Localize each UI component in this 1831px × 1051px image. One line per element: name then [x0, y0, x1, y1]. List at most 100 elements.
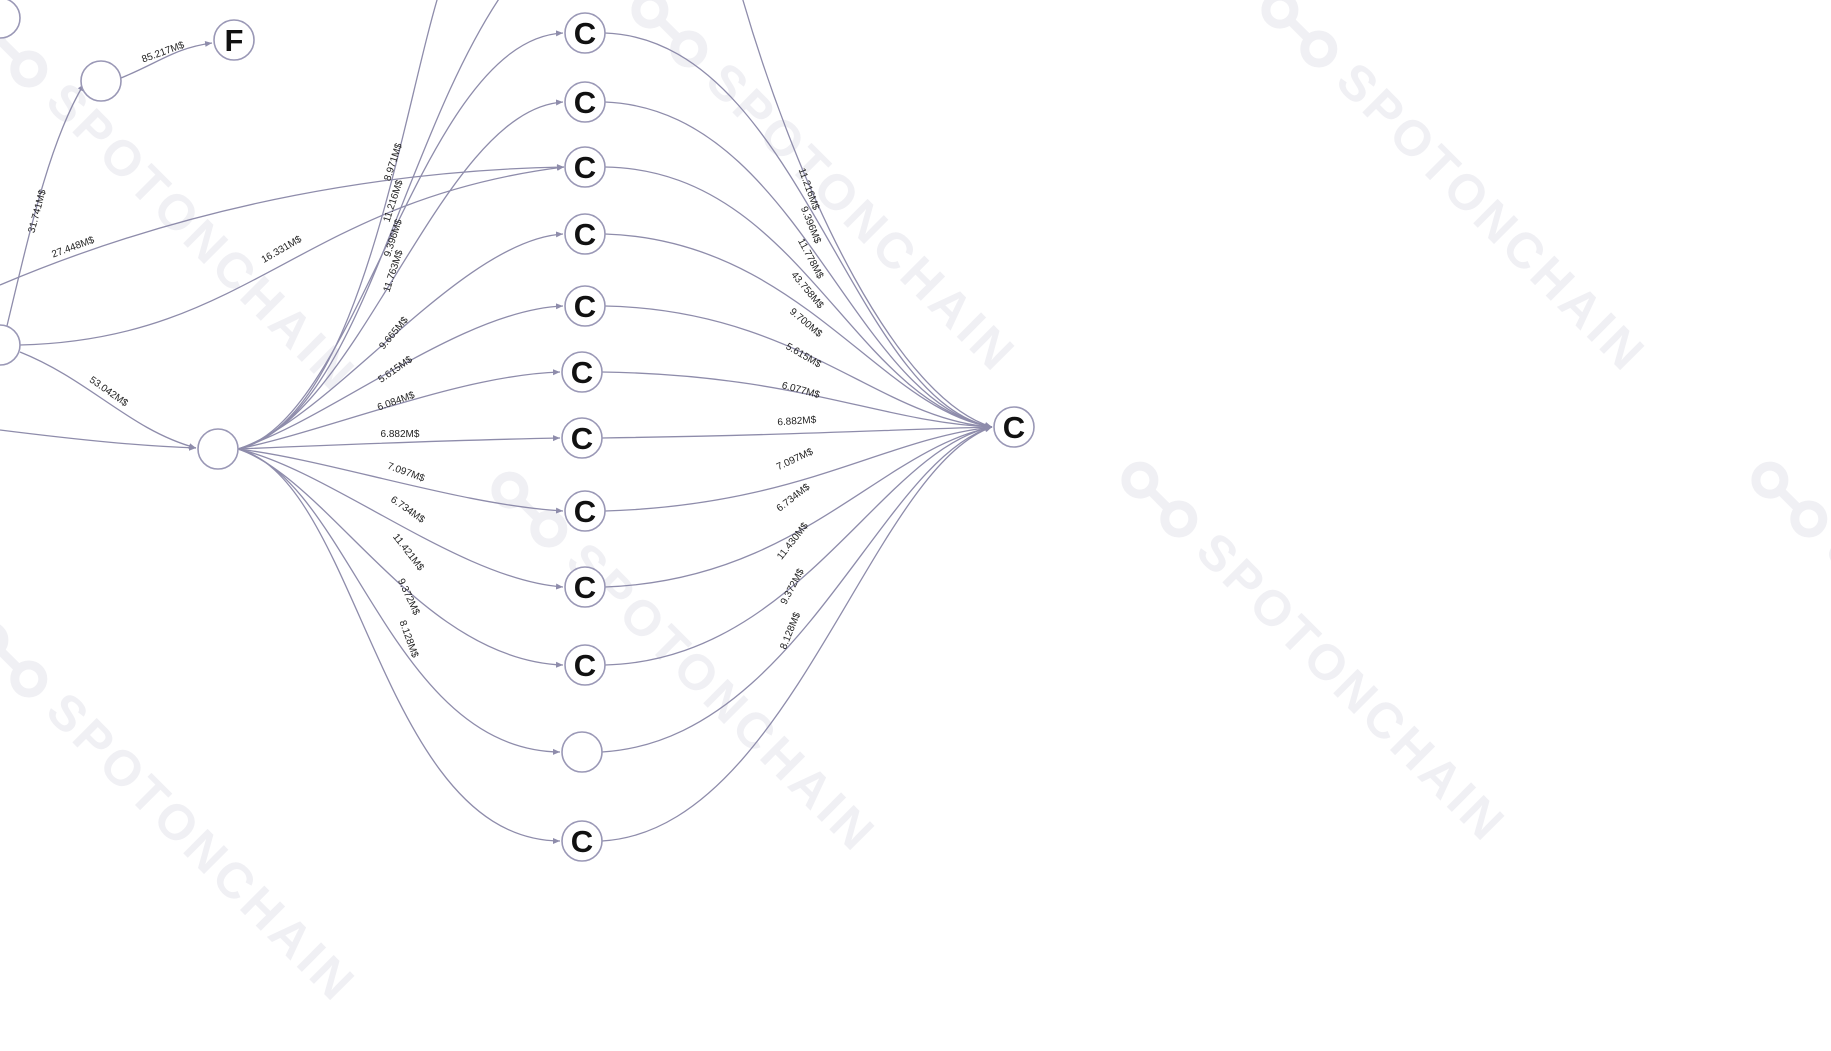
node-c2[interactable]: C — [564, 81, 606, 123]
node-circle — [0, 0, 21, 39]
edge-source-to-c11 — [237, 448, 561, 844]
node-c6[interactable]: C — [561, 351, 603, 393]
node-blank-mid[interactable] — [561, 731, 603, 773]
edge-label: 8.128M$ — [397, 619, 421, 660]
node-circle — [564, 12, 606, 54]
node-source[interactable] — [197, 428, 239, 470]
node-circle — [564, 490, 606, 532]
node-F[interactable]: F — [213, 19, 255, 61]
spotonchain-logo-icon — [631, 0, 708, 68]
node-circle — [564, 146, 606, 188]
edge-c2-to-sink — [604, 101, 993, 429]
node-label: C — [574, 570, 596, 605]
edge-label: 6.084M$ — [376, 390, 417, 414]
edge-c1-to-sink — [604, 32, 993, 429]
edge-left-mid-partial-to-source — [19, 351, 197, 450]
node-label: C — [574, 16, 596, 51]
watermark: SPOTONCHAIN — [1121, 461, 1517, 853]
spotonchain-logo-icon — [0, 621, 48, 698]
edge-hub-upper-to-F — [120, 40, 213, 79]
node-circle — [0, 324, 21, 366]
node-c3[interactable]: C — [564, 146, 606, 188]
node-c9[interactable]: C — [564, 566, 606, 608]
node-label: C — [574, 648, 596, 683]
edge-source-to-c7 — [237, 435, 561, 450]
edge-label: 6.734M$ — [388, 494, 427, 526]
node-c4[interactable]: C — [564, 213, 606, 255]
edge-c11-to-sink — [601, 426, 993, 842]
watermark: SPOTONCHAIN — [1261, 0, 1657, 383]
edge-label: 31.741M$ — [27, 188, 49, 234]
watermark: SPOTONCHAIN — [1751, 461, 1831, 853]
node-circle — [561, 417, 603, 459]
spotonchain-logo-icon — [0, 11, 48, 88]
node-circle — [80, 60, 122, 102]
node-circle — [561, 731, 603, 773]
node-label: C — [571, 824, 593, 859]
edge-source-to-blank-mid — [237, 448, 561, 755]
edge-c7-to-sink — [601, 424, 993, 439]
watermark-text: SPOTONCHAIN — [556, 532, 887, 863]
edge-label: 16.331M$ — [260, 234, 304, 266]
edge-offscreen-left-to-c3 — [0, 164, 565, 286]
edge-label: 5.615M$ — [376, 354, 415, 386]
node-label: C — [574, 150, 596, 185]
edge-label: 7.097M$ — [775, 446, 815, 473]
edge-source-to-c2 — [237, 99, 564, 450]
edge-labels-layer: 85.217M$31.741M$27.448M$16.331M$53.042M$… — [27, 40, 826, 660]
watermark-text: SPOTONCHAIN — [36, 682, 367, 1013]
watermark: SPOTONCHAIN — [491, 471, 887, 863]
node-circle — [564, 566, 606, 608]
node-label: C — [571, 421, 593, 456]
node-c1[interactable]: C — [564, 12, 606, 54]
node-sink[interactable]: C — [993, 406, 1035, 448]
edge-source-to-c9 — [237, 448, 564, 590]
edge-c3-to-sink — [604, 166, 993, 429]
edge-offscreen-left-to-source — [0, 429, 197, 451]
node-c10[interactable]: C — [564, 644, 606, 686]
node-c11[interactable]: C — [561, 820, 603, 862]
node-circle — [197, 428, 239, 470]
watermark-layer: SPOTONCHAIN SPOTONCHAIN SPOTONCHAIN SPOTONC… — [0, 0, 1831, 1013]
edge-left-mid-partial-to-c3 — [19, 164, 565, 346]
node-top-left-partial[interactable] — [0, 0, 21, 39]
node-label: C — [574, 494, 596, 529]
watermark: SPOTONCHAIN — [0, 621, 367, 1013]
node-circle — [564, 644, 606, 686]
edge-label: 11.421M$ — [390, 532, 426, 574]
node-left-mid-partial[interactable] — [0, 324, 21, 366]
edges-layer — [0, 0, 993, 844]
node-c7[interactable]: C — [561, 417, 603, 459]
node-c5[interactable]: C — [564, 285, 606, 327]
edge-source-to-c6 — [237, 369, 561, 450]
edge-c4-to-sink — [604, 233, 993, 429]
node-hub-upper[interactable] — [80, 60, 122, 102]
node-label: C — [574, 289, 596, 324]
node-circle — [993, 406, 1035, 448]
edge-label: 5.615M$ — [784, 341, 824, 370]
spotonchain-logo-icon — [491, 471, 568, 548]
edge-c5-to-sink — [604, 305, 993, 430]
edge-c9-to-sink — [604, 425, 993, 588]
node-label: C — [574, 217, 596, 252]
edge-blank-mid-to-sink — [601, 426, 993, 753]
spotonchain-logo-icon — [1121, 461, 1198, 538]
edge-label: 8.128M$ — [778, 611, 803, 652]
edge-offscreen-top-to-sink — [742, 0, 993, 428]
edge-label: 9.665M$ — [377, 315, 411, 352]
spotonchain-logo-icon — [1261, 0, 1338, 68]
node-circle — [561, 820, 603, 862]
node-circle — [564, 81, 606, 123]
edge-c8-to-sink — [604, 424, 993, 512]
watermark-text: SPOTONCHAIN — [1186, 522, 1517, 853]
edge-label: 6.882M$ — [381, 429, 420, 440]
edge-c10-to-sink — [604, 425, 993, 666]
edge-left-mid-partial-to-hub-upper — [5, 83, 85, 331]
edge-label: 9.700M$ — [787, 306, 824, 340]
watermark-text: SPOTONCHAIN — [1816, 522, 1831, 853]
node-label: F — [225, 23, 244, 58]
node-c8[interactable]: C — [564, 490, 606, 532]
edge-label: 11.216M$ — [382, 178, 406, 223]
edge-label: 9.372M$ — [395, 577, 422, 617]
